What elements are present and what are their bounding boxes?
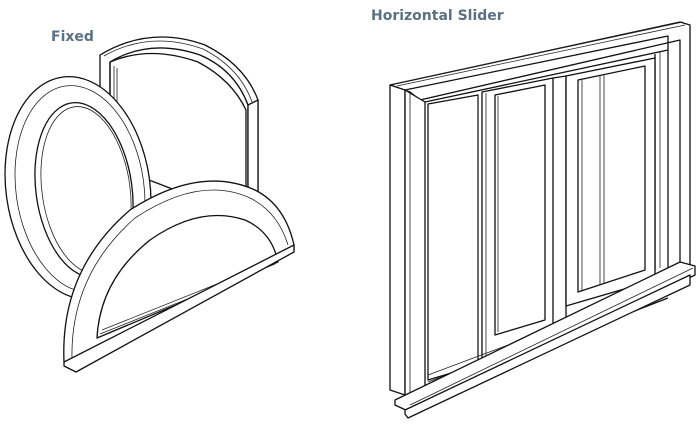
half-round-window-drawing <box>63 180 295 373</box>
fixed-window-label: Fixed <box>51 29 94 45</box>
horizontal-slider-drawing <box>389 21 696 419</box>
horizontal-slider-label: Horizontal Slider <box>371 8 504 24</box>
